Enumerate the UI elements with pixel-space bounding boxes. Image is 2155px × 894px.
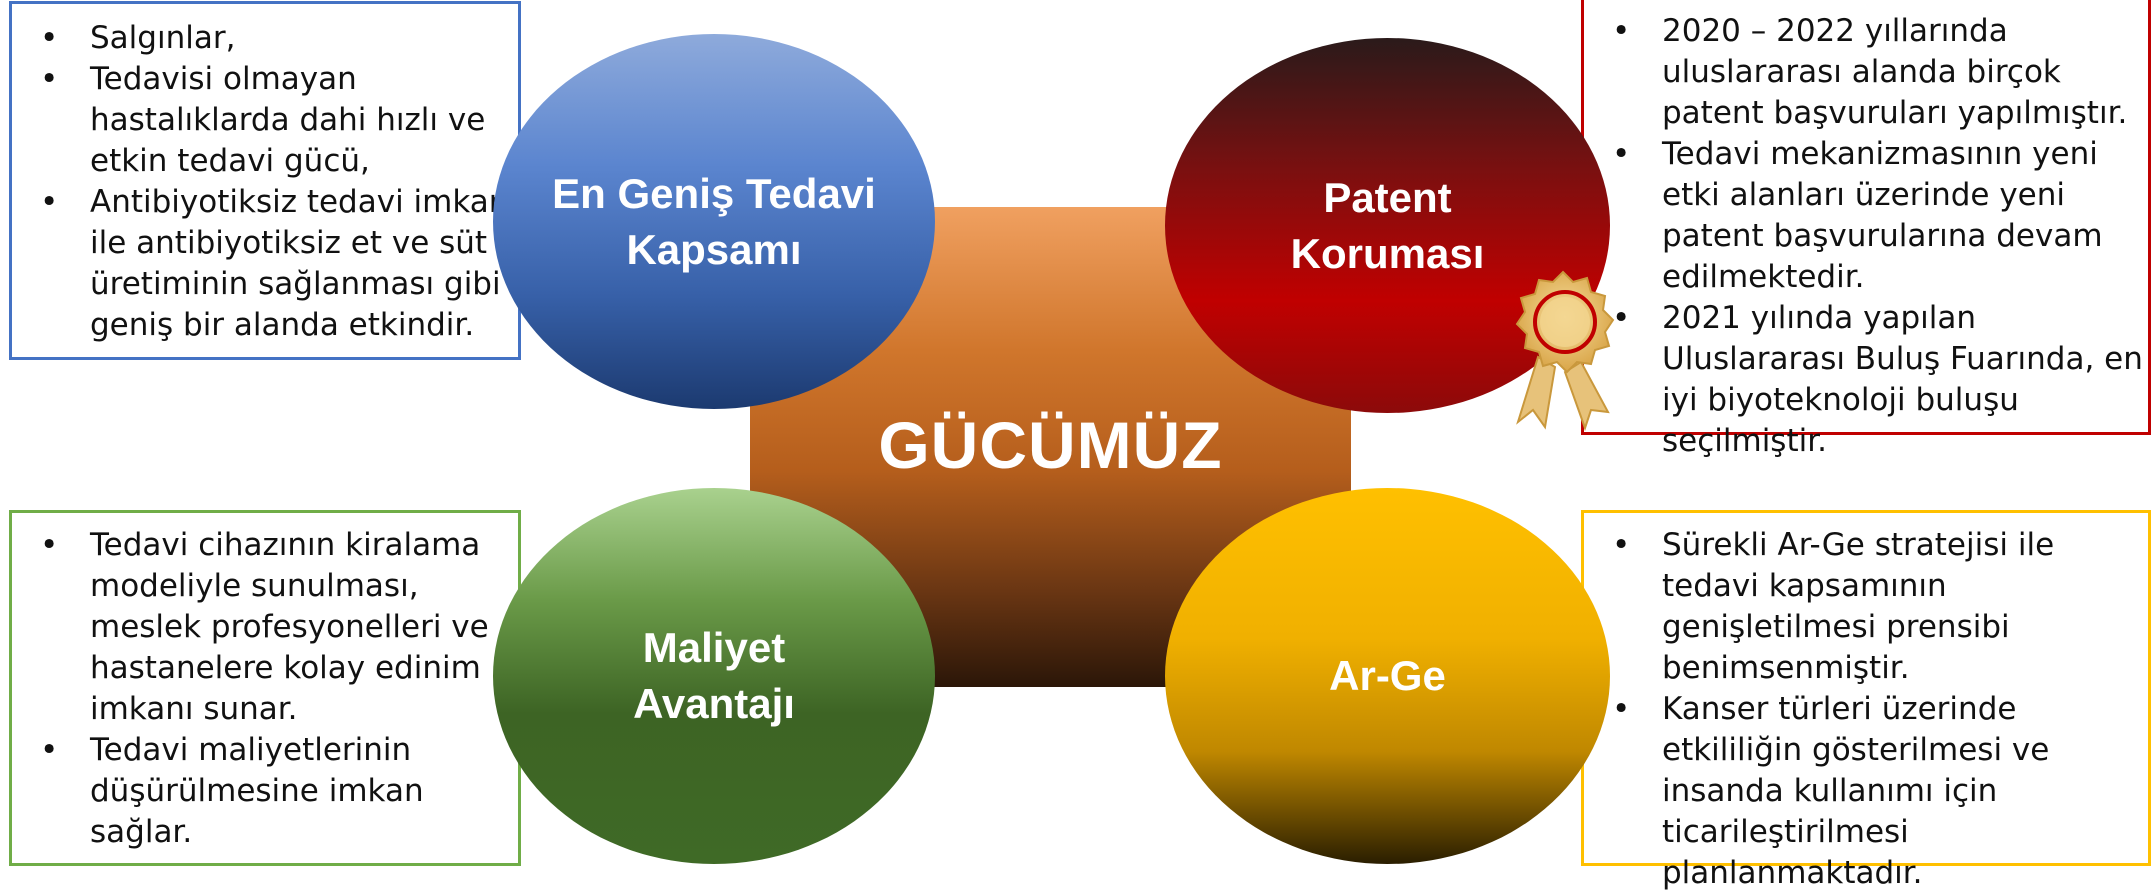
circle-label: En Geniş Tedavi Kapsamı — [552, 169, 876, 273]
circle-treatment-scope: En Geniş Tedavi Kapsamı — [493, 34, 935, 409]
circle-label: Maliyet Avantajı — [633, 624, 795, 727]
text-box-rnd: Sürekli Ar-Ge stratejisi ile tedavi kaps… — [1581, 510, 2151, 891]
text-box-patent-protection: 2020 – 2022 yıllarında uluslararası alan… — [1581, 0, 2151, 459]
list-item: Salgınlar, — [12, 18, 518, 59]
text-box-cost-advantage: Tedavi cihazının kiralama modeliyle sunu… — [9, 510, 521, 866]
list-item: Tedavi maliyetlerinin düşürülmesine imka… — [12, 730, 518, 853]
list-item: Tedavi cihazının kiralama modeliyle sunu… — [12, 525, 518, 730]
circle-label: Ar-Ge — [1329, 652, 1446, 699]
circle-rnd: Ar-Ge — [1165, 488, 1610, 864]
list-item: Kanser türleri üzerinde etkililiğin göst… — [1584, 689, 2148, 894]
list-item: Tedavi mekanizmasının yeni etki alanları… — [1584, 134, 2148, 298]
circle-cost-advantage: Maliyet Avantajı — [493, 488, 935, 864]
list-item: 2020 – 2022 yıllarında uluslararası alan… — [1584, 11, 2148, 134]
list-item: 2021 yılında yapılan Uluslararası Buluş … — [1584, 298, 2148, 462]
award-seal-icon — [1515, 270, 1615, 432]
circle-label: Patent Koruması — [1290, 173, 1485, 277]
list-item: Antibiyotiksiz tedavi imkanı ile antibiy… — [12, 182, 518, 346]
list-item: Sürekli Ar-Ge stratejisi ile tedavi kaps… — [1584, 525, 2148, 689]
center-title: GÜCÜMÜZ — [878, 408, 1223, 482]
list-item: Tedavisi olmayan hastalıklarda dahi hızl… — [12, 59, 518, 182]
text-box-treatment-scope: Salgınlar, Tedavisi olmayan hastalıklard… — [9, 1, 521, 360]
